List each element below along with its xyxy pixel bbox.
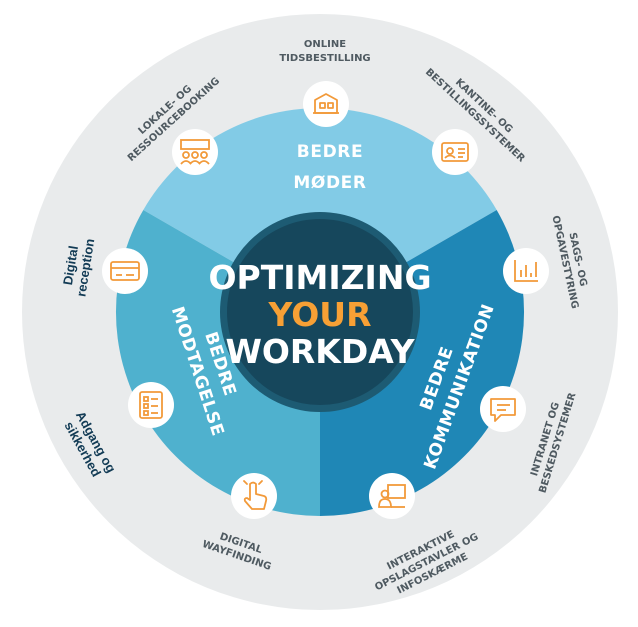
badge-adgang (128, 382, 174, 428)
center-circle (227, 219, 413, 405)
badge-digital-reception (102, 248, 148, 294)
badge-digital-wayfinding (231, 473, 277, 519)
id-card-icon (441, 142, 469, 162)
chat-message-icon (490, 398, 516, 422)
presenter-board-icon (378, 484, 406, 508)
label-online-line-2: TIDSBESTILLING (279, 53, 370, 64)
center-line-your: YOUR (268, 295, 372, 334)
segment-bedre-moder (143, 107, 497, 313)
building-icon (313, 93, 339, 114)
badge-interaktive (369, 473, 415, 519)
bar-chart-icon (514, 260, 538, 282)
label-reception-line-1: Digital (60, 245, 81, 287)
center-line-workday: WORKDAY (225, 332, 415, 371)
segment-label-top: BEDRE MØDER (293, 142, 366, 193)
access-card-icon (110, 261, 140, 281)
center-line-optimizing: OPTIMIZING (208, 258, 431, 297)
meeting-people-icon (180, 139, 210, 165)
badge-online-tidsbestilling (303, 81, 349, 127)
label-online-line-1: ONLINE (304, 39, 346, 50)
label-online-tidsbestilling: ONLINE TIDSBESTILLING (279, 39, 370, 64)
badge-sags-opgavestyring (503, 248, 549, 294)
badge-kantine (432, 129, 478, 175)
segment-top-line-1: BEDRE (297, 142, 363, 162)
checklist-icon (139, 391, 163, 419)
icon-badges (102, 81, 549, 519)
pointing-hand-icon (243, 480, 268, 510)
badge-lokale (172, 129, 218, 175)
badge-intranet (480, 386, 526, 432)
segment-top-line-2: MØDER (293, 173, 366, 193)
